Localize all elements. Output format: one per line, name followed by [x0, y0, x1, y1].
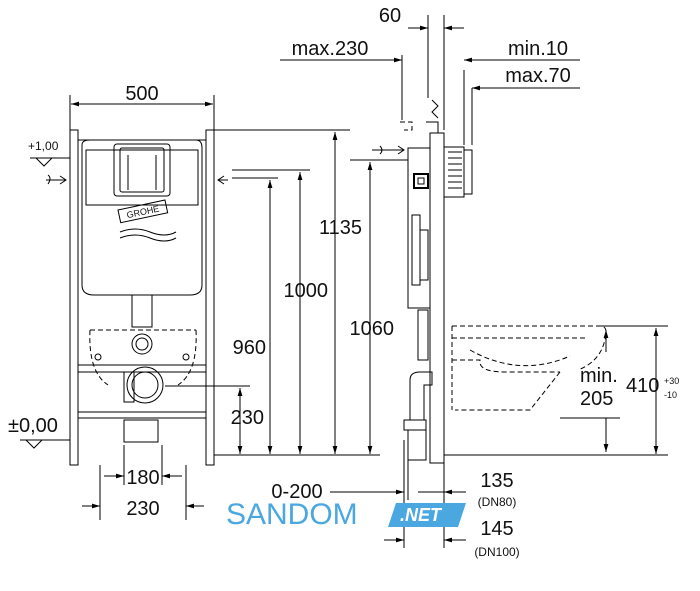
svg-text:max.70: max.70	[505, 65, 571, 87]
svg-text:230: 230	[231, 407, 264, 429]
watermark: SANDOM .NET	[226, 498, 466, 531]
side-view: 60 max.230 min.10 max.70 1060 410 +30 -1…	[271, 5, 679, 559]
frame-left-post	[69, 129, 79, 466]
svg-text:(DN100): (DN100)	[474, 545, 519, 559]
svg-text:230: 230	[126, 498, 159, 520]
svg-text:60: 60	[379, 5, 401, 27]
watermark-text: SANDOM	[226, 498, 358, 531]
svg-text:500: 500	[125, 83, 158, 105]
pipe-elbow	[131, 333, 153, 355]
svg-text:min.10: min.10	[508, 38, 568, 60]
svg-text:145: 145	[480, 518, 513, 540]
svg-text:135: 135	[480, 470, 513, 492]
svg-text:0-200: 0-200	[271, 481, 322, 503]
svg-text:-10: -10	[664, 390, 677, 400]
svg-text:+1,00: +1,00	[28, 139, 59, 153]
watermark-suffix: .NET	[400, 505, 443, 525]
svg-text:205: 205	[580, 388, 613, 410]
svg-text:960: 960	[233, 337, 266, 359]
drain-outlet	[126, 366, 164, 404]
svg-text:1060: 1060	[350, 318, 395, 340]
svg-text:(DN80): (DN80)	[478, 495, 517, 509]
frame-side	[429, 132, 445, 464]
svg-text:410: 410	[626, 375, 659, 397]
frame-right-post	[205, 129, 215, 466]
flush-plate-opening	[113, 143, 171, 197]
svg-text:max.230: max.230	[292, 38, 369, 60]
front-view: GROHE +1,00 ±0,00 500	[8, 83, 380, 520]
svg-text:+30: +30	[664, 376, 679, 386]
mounting-bracket	[443, 146, 465, 198]
svg-text:1000: 1000	[284, 280, 329, 302]
toilet-outline	[452, 325, 607, 371]
cistern	[81, 139, 203, 296]
cistern-side	[407, 147, 431, 309]
watermark-badge	[388, 503, 466, 527]
flush-pipe	[131, 294, 153, 328]
svg-text:180: 180	[126, 467, 159, 489]
svg-text:min.: min.	[580, 365, 618, 387]
svg-text:1135: 1135	[319, 217, 362, 239]
grohe-logo: GROHE	[117, 199, 169, 224]
svg-text:±0,00: ±0,00	[8, 415, 58, 437]
drain-pipe-side	[409, 371, 433, 421]
